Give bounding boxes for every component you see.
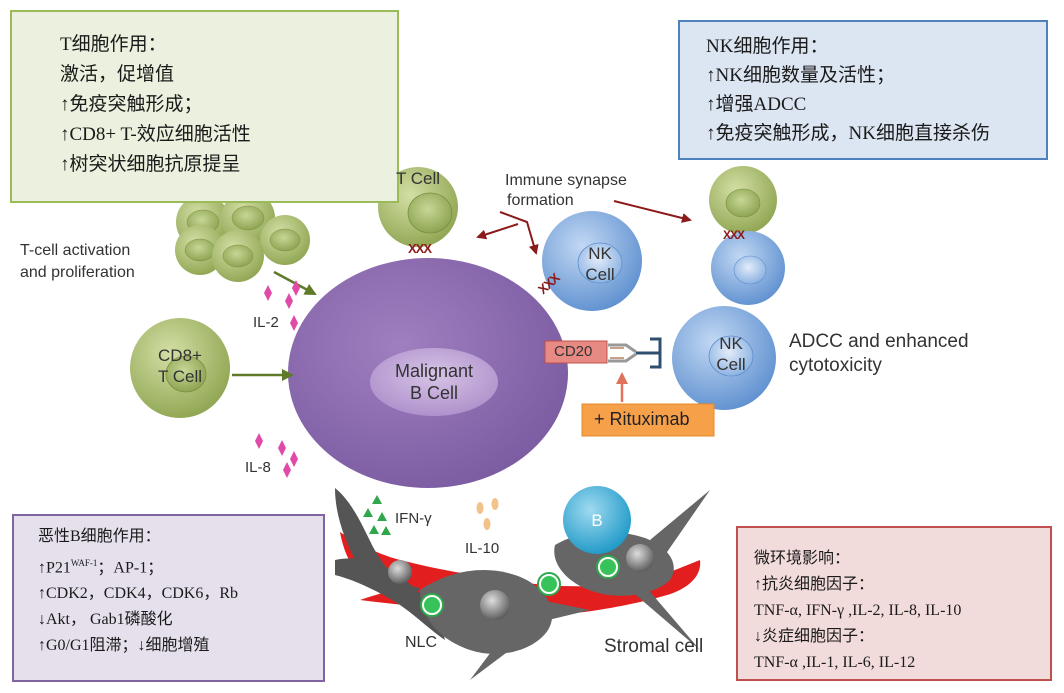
rituximab-label: + Rituximab: [594, 409, 690, 429]
nk-box-line: ↑NK细胞数量及活性；: [706, 65, 895, 86]
il8-label: IL-8: [245, 459, 271, 476]
malignant-b-cell: [288, 258, 568, 488]
p21-text: ↑P21: [38, 559, 71, 577]
micro-box-line: 微环境影响：: [754, 550, 851, 567]
proliferating-t-cell-cluster: [175, 191, 310, 282]
waf1-superscript: WAF-1: [70, 558, 98, 568]
malignant-line-2: B Cell: [409, 383, 458, 403]
t-box-line: ↑免疫突触形成；: [60, 94, 203, 115]
t-box-line: ↑CD8+ T-效应细胞活性: [60, 124, 251, 145]
il8-droplets: [255, 433, 298, 478]
ifn-gamma-label: IFN-γ: [395, 510, 432, 527]
t-box-line: ↑树突状细胞抗原提呈: [60, 154, 241, 175]
activation-line-2: and proliferation: [20, 264, 135, 281]
synapse-line-2: formation: [507, 192, 574, 209]
t-cell-name: T Cell: [395, 169, 441, 188]
t-cell-effects-box: T细胞作用： 激活，促增值 ↑免疫突触形成； ↑CD8+ T-效应细胞活性 ↑树…: [10, 10, 399, 203]
nk-right-line-1: NK: [719, 334, 743, 353]
adcc-line-1: ADCC and enhanced: [789, 331, 969, 352]
stromal-cell-label: Stromal cell: [604, 636, 704, 657]
b-cell-name: B: [591, 511, 603, 530]
ap1-text: ；AP-1；: [97, 559, 164, 577]
nk-box-line: ↑增强ADCC: [706, 94, 807, 115]
ifn-gamma-triangles: [363, 495, 391, 535]
il10-droplets: [476, 498, 499, 530]
micro-box-line: TNF-α, IFN-γ ,IL-2, IL-8, IL-10: [754, 602, 962, 619]
t-box-line: T细胞作用：: [60, 34, 167, 55]
malignant-box-p21-line: ↑P21WAF-1；AP-1；: [38, 550, 323, 581]
malignant-b-effects-box: 恶性B细胞作用： ↑P21WAF-1；AP-1； ↑CDK2，CDK4，CDK6…: [12, 514, 325, 682]
il2-droplets: [264, 280, 300, 331]
adcc-label: ADCC and enhanced cytotoxicity: [789, 330, 969, 378]
synapse-xxx-t-cell: XXX: [408, 241, 432, 256]
synapse-xxx-pair: XXX: [723, 228, 745, 242]
synapse-line-1: Immune synapse: [505, 172, 627, 189]
il10-label: IL-10: [465, 540, 500, 557]
malignant-box-line: ↑CDK2，CDK4，CDK6，Rb: [38, 585, 239, 603]
t-box-line: 激活，促增值: [60, 64, 175, 85]
nk-cell-right-name: NK Cell: [701, 333, 761, 375]
nk-right-line-2: Cell: [716, 355, 746, 374]
rituximab-antibody: [608, 337, 662, 369]
nlc-label: NLC: [405, 634, 438, 651]
nk-box-line: ↑免疫突触形成，NK细胞直接杀伤: [706, 123, 990, 144]
t-cell-nk-pair: [709, 166, 785, 305]
rituximab-box: [581, 403, 715, 437]
cd8-t-cell-name: CD8+ T Cell: [140, 345, 220, 387]
cd8-line-2: T Cell: [157, 367, 203, 386]
adcc-line-2: cytotoxicity: [789, 355, 882, 376]
cd8-t-cell: [130, 318, 230, 418]
activation-line-1: T-cell activation: [20, 242, 131, 259]
micro-box-line: ↓炎症细胞因子：: [754, 628, 875, 645]
nlc-cells: [420, 555, 620, 617]
nk-effects-box: NK细胞作用： ↑NK细胞数量及活性； ↑增强ADCC ↑免疫突触形成，NK细胞…: [678, 20, 1048, 160]
cd20-receptor: [544, 340, 608, 364]
malignant-box-title: 恶性B细胞作用：: [38, 528, 161, 545]
cd20-label: CD20: [554, 343, 593, 360]
micro-box-line: TNF-α ,IL-1, IL-6, IL-12: [754, 654, 916, 671]
malignant-b-cell-name: Malignant B Cell: [384, 360, 484, 404]
nk-top-line-1: NK: [588, 244, 612, 263]
malignant-box-line: ↑G0/G1阻滞；↓细胞增殖: [38, 637, 210, 655]
nk-cell-synapse: [542, 211, 642, 311]
synapse-arrows: [476, 200, 692, 255]
microenvironment-box: 微环境影响： ↑抗炎细胞因子： TNF-α, IFN-γ ,IL-2, IL-8…: [736, 526, 1052, 681]
il2-label: IL-2: [253, 314, 279, 331]
nk-box-line: NK细胞作用：: [706, 36, 829, 57]
b-cell: [563, 486, 631, 554]
micro-box-line: ↑抗炎细胞因子：: [754, 576, 875, 593]
immune-synapse-label: Immune synapse formation: [505, 171, 627, 211]
nk-cell-adcc: [672, 306, 776, 410]
malignant-line-1: Malignant: [394, 361, 474, 381]
nk-top-line-2: Cell: [585, 265, 615, 284]
t-cell-activation-label: T-cell activation and proliferation: [20, 240, 135, 284]
malignant-box-line: ↓Akt， Gab1磷酸化: [38, 611, 173, 629]
cd8-line-1: CD8+: [158, 346, 202, 365]
nk-cell-top-name: NK Cell: [570, 243, 630, 285]
